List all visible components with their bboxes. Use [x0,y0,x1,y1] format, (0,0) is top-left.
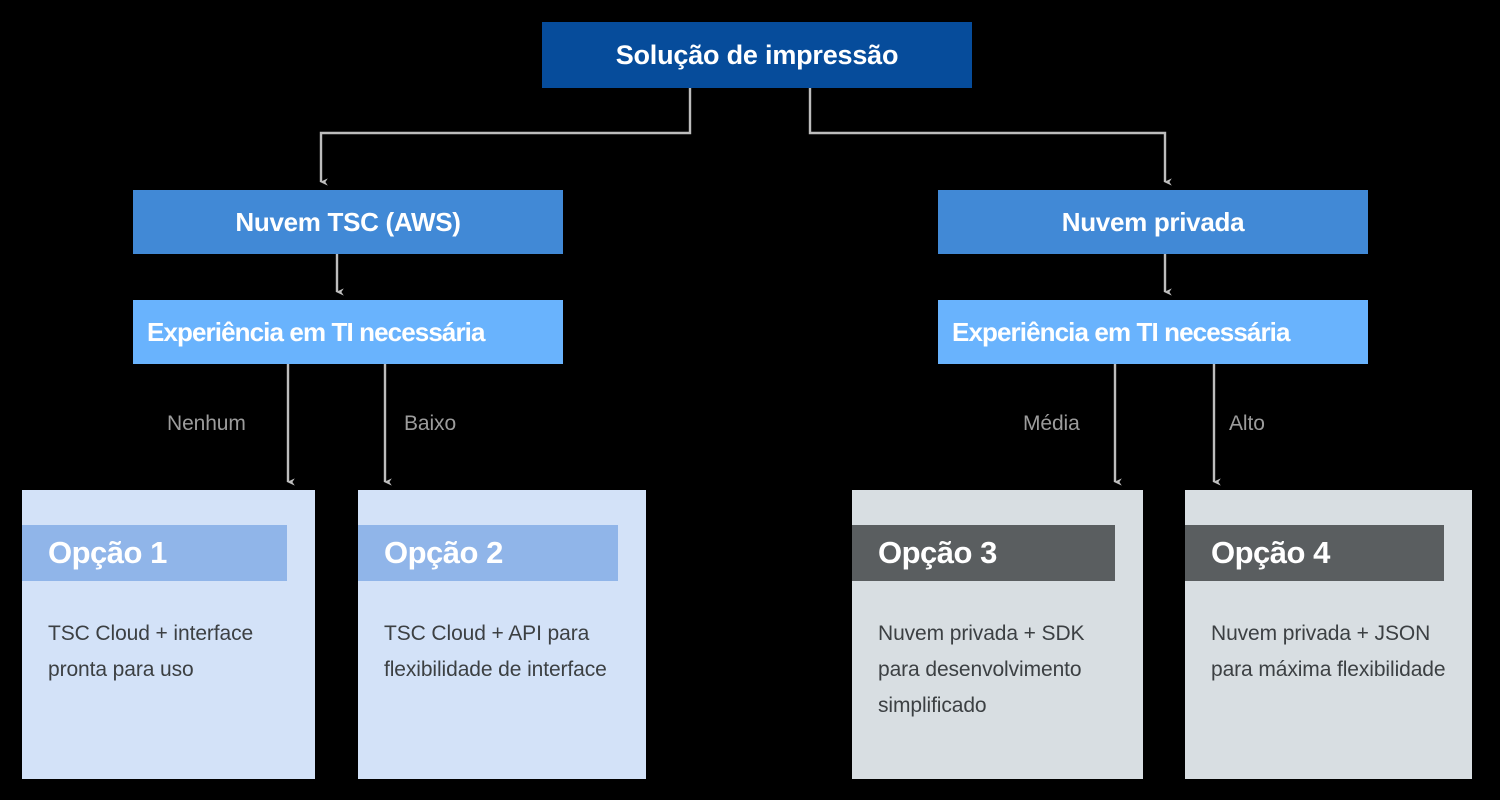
option-card-2-description: TSC Cloud + API para flexibilidade de in… [384,622,607,681]
edge-label-nenhum: Nenhum [167,412,246,435]
node-tsc-cloud-aws-label: Nuvem TSC (AWS) [235,206,461,237]
edge-label-media: Média [1023,412,1080,435]
option-card-1[interactable]: Opção 1 TSC Cloud + interface pronta par… [22,490,315,779]
node-it-experience-left[interactable]: Experiência em TI necessária [133,300,563,364]
option-card-3[interactable]: Opção 3 Nuvem privada + SDK para desenvo… [852,490,1143,779]
option-card-3-title: Opção 3 [852,525,1115,581]
node-print-solution[interactable]: Solução de impressão [542,22,972,88]
option-card-1-description: TSC Cloud + interface pronta para uso [48,622,254,681]
option-card-2-title: Opção 2 [358,525,618,581]
node-print-solution-label: Solução de impressão [615,39,899,70]
option-card-4-description: Nuvem privada + JSON para máxima flexibi… [1211,622,1446,681]
connector-root-to-right [808,88,1172,186]
node-private-cloud[interactable]: Nuvem privada [938,190,1368,254]
option-card-3-description: Nuvem privada + SDK para desenvolvimento… [878,622,1085,717]
connector-root-to-left [319,88,692,186]
edge-label-baixo: Baixo [404,412,457,435]
node-it-experience-left-label: Experiência em TI necessária [147,316,485,347]
node-private-cloud-label: Nuvem privada [1061,206,1245,237]
node-it-experience-right-label: Experiência em TI necessária [952,316,1290,347]
option-card-4-title: Opção 4 [1185,525,1444,581]
option-card-4[interactable]: Opção 4 Nuvem privada + JSON para máxima… [1185,490,1472,779]
node-tsc-cloud-aws[interactable]: Nuvem TSC (AWS) [133,190,563,254]
edge-label-alto: Alto [1229,412,1265,435]
option-card-1-title: Opção 1 [22,525,287,581]
option-card-2[interactable]: Opção 2 TSC Cloud + API para flexibilida… [358,490,646,779]
node-it-experience-right[interactable]: Experiência em TI necessária [938,300,1368,364]
